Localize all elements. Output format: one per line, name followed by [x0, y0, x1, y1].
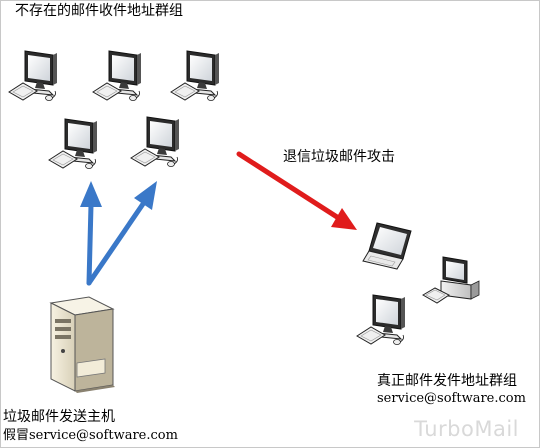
workstation-icon: [422, 256, 480, 304]
sender-host-label: 垃圾邮件发送主机: [3, 409, 115, 425]
desktop-computer-icon: [356, 294, 406, 345]
fake-group-computers: [8, 50, 220, 169]
real-group-title: 真正邮件发件地址群组: [377, 373, 517, 389]
blue-arrowhead-right: [134, 181, 157, 210]
laptop-icon: [362, 222, 412, 270]
server-tower-icon: [49, 296, 115, 393]
desktop-computer-icon: [48, 118, 98, 169]
sender-spoof-label: 假冒service@software.com: [3, 428, 178, 443]
desktop-computer-icon: [8, 50, 58, 101]
blue-arrow-right: [86, 198, 148, 286]
real-address-label: service@software.com: [377, 391, 526, 406]
desktop-computer-icon: [130, 116, 180, 167]
desktop-computer-icon: [170, 50, 220, 101]
real-group-machines: [356, 222, 480, 345]
spoof-send-arrows: [80, 181, 157, 286]
attack-label: 退信垃圾邮件攻击: [283, 149, 395, 165]
blue-arrow-left: [86, 202, 94, 286]
blue-arrowhead-left: [80, 181, 102, 207]
bounce-attack-arrow: [236, 151, 357, 230]
turbomail-watermark: TurboMail: [414, 417, 519, 441]
desktop-computer-icon: [92, 50, 142, 101]
fake-group-title: 不存在的邮件收件地址群组: [15, 3, 183, 19]
